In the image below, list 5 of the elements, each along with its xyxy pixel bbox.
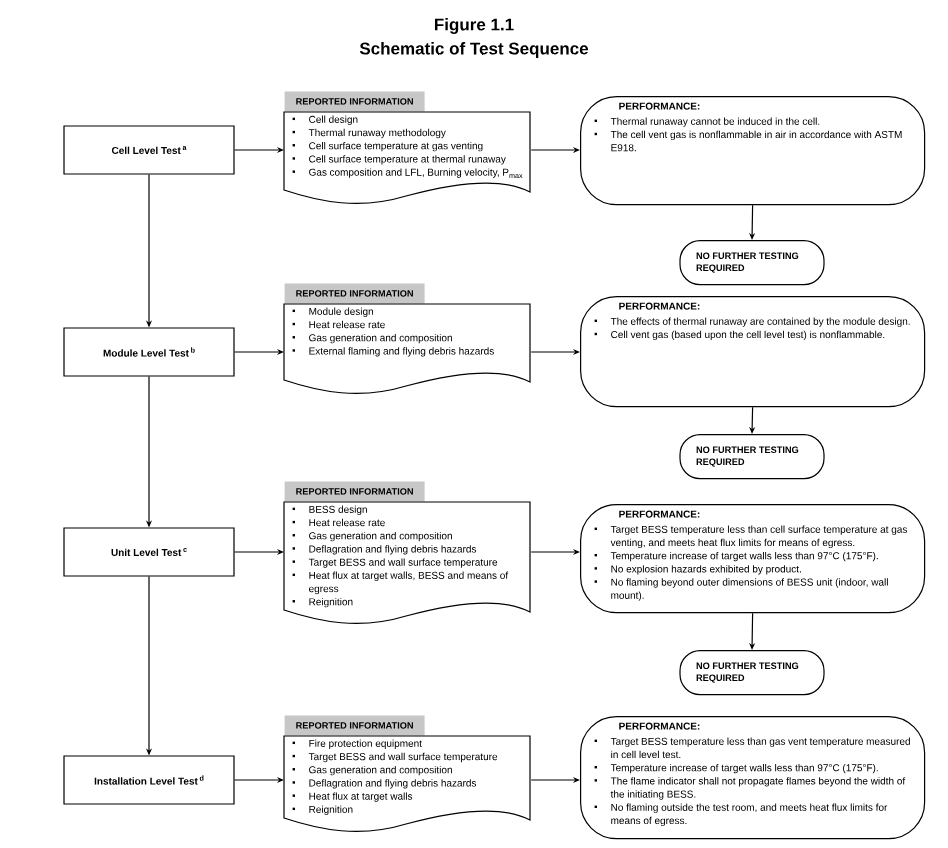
arrow	[749, 406, 756, 434]
figure-number: Figure 1.1	[435, 18, 514, 34]
title: Schematic of Test Sequence	[359, 42, 589, 58]
arrow	[749, 204, 756, 240]
arrow	[749, 612, 756, 650]
